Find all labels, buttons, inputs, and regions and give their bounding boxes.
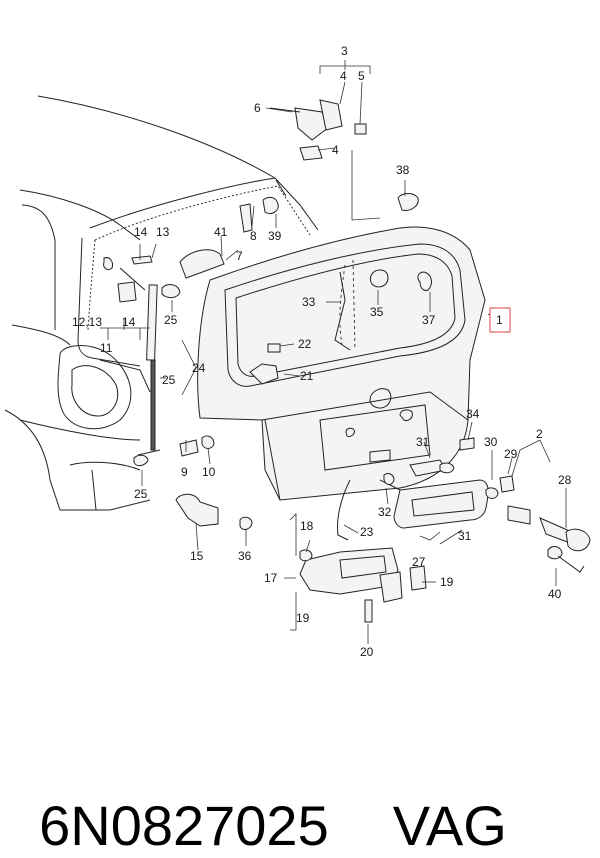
callout-18: 18	[300, 519, 314, 533]
callout-40: 40	[548, 587, 562, 601]
car-body-outline	[4, 95, 319, 511]
callout-17: 17	[264, 571, 278, 585]
callout-20: 20	[360, 645, 374, 659]
tailgate-exploded-diagram: 1 2 3 4 4 5 6 7 8 9 10 11 12,13 13 14 14…	[4, 44, 591, 659]
callout-38: 38	[396, 163, 410, 177]
callout-3: 3	[341, 44, 348, 58]
leader-lines	[100, 60, 567, 644]
callout-36: 36	[238, 549, 252, 563]
callout-24: 24	[192, 361, 206, 375]
callout-9: 9	[181, 465, 188, 479]
callout-32: 32	[378, 505, 392, 519]
callout-23: 23	[360, 525, 374, 539]
callout-25-top: 25	[164, 313, 178, 327]
callout-14-left: 14	[122, 315, 136, 329]
callout-28: 28	[558, 473, 572, 487]
gas-struts	[119, 267, 161, 456]
callout-6: 6	[254, 101, 261, 115]
callout-10: 10	[202, 465, 216, 479]
callout-labels: 1 2 3 4 4 5 6 7 8 9 10 11 12,13 13 14 14…	[72, 44, 572, 659]
callout-30: 30	[484, 435, 498, 449]
callout-19-bottom: 19	[296, 611, 310, 625]
callout-5: 5	[358, 69, 365, 83]
callout-1-box	[489, 307, 511, 333]
callout-25-bottom: 25	[134, 487, 148, 501]
callout-8: 8	[250, 229, 257, 243]
callout-14-top: 14	[134, 225, 148, 239]
callout-11: 11	[100, 341, 113, 355]
callout-41: 41	[214, 225, 228, 239]
callout-31-bottom: 31	[458, 529, 472, 543]
part-number: 6N0827025	[39, 794, 329, 857]
callout-12-13: 12,13	[72, 315, 102, 329]
callout-37: 37	[422, 313, 436, 327]
callout-29: 29	[504, 447, 518, 461]
brand-label: VAG	[392, 794, 507, 857]
callout-4-mid: 4	[332, 143, 339, 157]
callout-7: 7	[236, 249, 243, 263]
callout-13: 13	[156, 225, 170, 239]
callout-4-top: 4	[340, 69, 347, 83]
part-number-footer: 6N0827025 VAG	[8, 728, 598, 857]
tailgate-panel	[197, 226, 486, 501]
callout-2: 2	[536, 427, 543, 441]
callout-22: 22	[298, 337, 312, 351]
callout-21: 21	[300, 369, 314, 383]
callout-19-right: 19	[440, 575, 454, 589]
callout-35: 35	[370, 305, 384, 319]
callout-1: 1	[496, 313, 503, 327]
callout-39: 39	[268, 229, 282, 243]
callout-33: 33	[302, 295, 316, 309]
hinge-parts	[103, 99, 591, 623]
callout-15: 15	[190, 549, 204, 563]
callout-27: 27	[412, 555, 426, 569]
callout-31-top: 31	[416, 435, 430, 449]
callout-25-mid: 25	[162, 373, 176, 387]
callout-34: 34	[466, 407, 480, 421]
